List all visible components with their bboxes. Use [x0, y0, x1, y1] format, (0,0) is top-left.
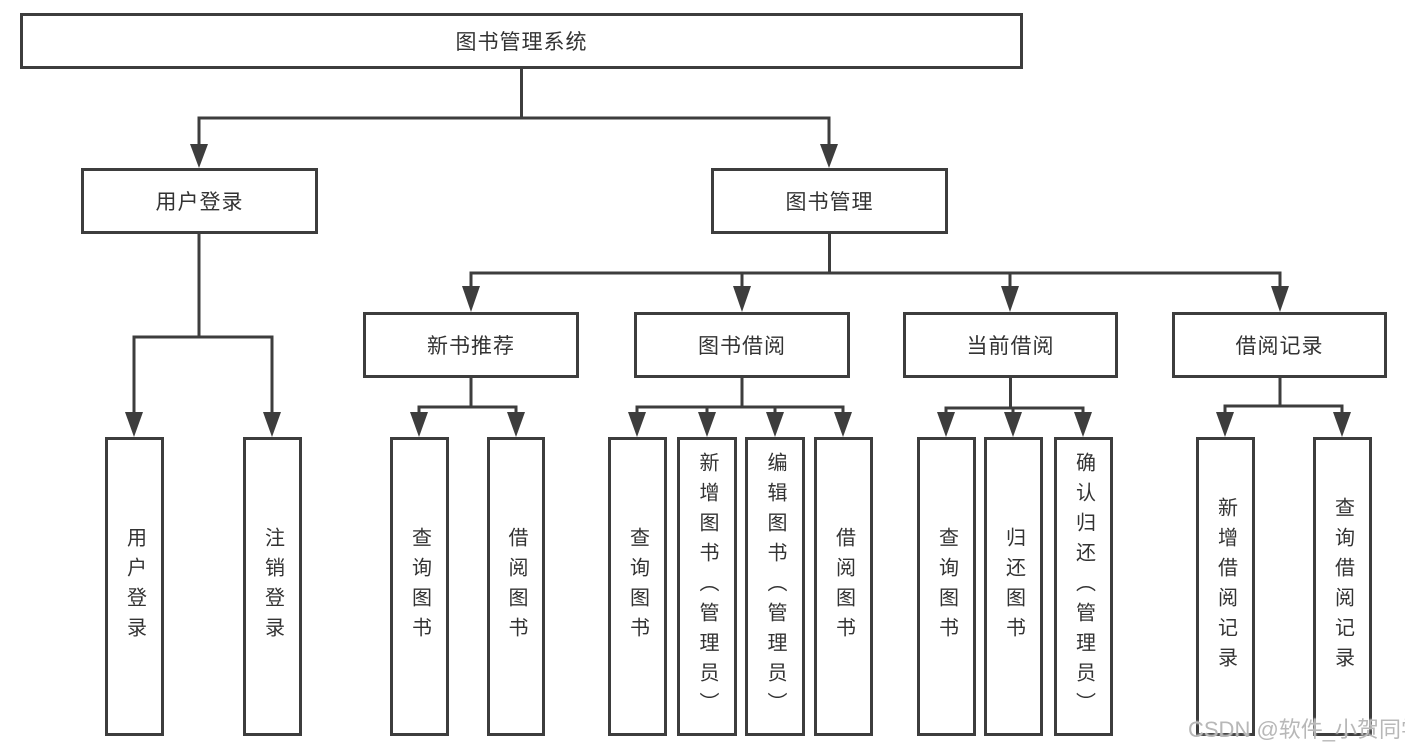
arrowheads: [125, 144, 1351, 437]
arrow-down-icon: [1216, 412, 1234, 437]
node-new-book-recommend-label: 新书推荐: [427, 335, 515, 358]
leaf-return-books: 归还图书: [984, 437, 1043, 736]
arrow-down-icon: [1074, 412, 1092, 437]
csdn-watermark: CSDN @软件_小贺同学: [1188, 717, 1405, 742]
connector-newbook-split: [417, 405, 518, 414]
leaf-query-borrow-record: 查询借阅记录: [1313, 437, 1372, 736]
arrow-down-icon: [733, 286, 751, 312]
node-book-borrow-label: 图书借阅: [698, 335, 786, 358]
node-book-borrow: 图书借阅: [634, 312, 850, 378]
arrow-down-icon: [125, 412, 143, 437]
leaf-query-books-current: 查询图书: [917, 437, 976, 736]
leaf-borrow-books-recommend: 借阅图书: [487, 437, 545, 736]
leaf-add-borrow-record: 新增借阅记录: [1196, 437, 1255, 736]
arrow-down-icon: [820, 144, 838, 168]
node-root: 图书管理系统: [20, 13, 1023, 69]
arrow-down-icon: [834, 412, 852, 437]
leaf-query-books-recommend: 查询图书: [390, 437, 449, 736]
leaf-confirm-return-admin: 确认归还（管理员）: [1054, 437, 1113, 736]
arrow-down-icon: [628, 412, 646, 437]
arrow-down-icon: [1271, 286, 1289, 312]
arrow-down-icon: [698, 412, 716, 437]
node-borrow-records-label: 借阅记录: [1235, 335, 1324, 358]
node-book-management: 图书管理: [711, 168, 948, 234]
connector-records-split: [1223, 404, 1344, 412]
leaf-add-books-admin: 新增图书（管理员）: [677, 437, 737, 736]
arrow-down-icon: [1001, 286, 1019, 312]
connector-bookmgmt-split: [469, 271, 1282, 289]
node-book-management-label: 图书管理: [785, 191, 874, 214]
arrow-down-icon: [1004, 412, 1022, 437]
leaf-edit-books-admin: 编辑图书（管理员）: [745, 437, 805, 736]
arrow-down-icon: [1333, 412, 1351, 437]
node-current-borrow: 当前借阅: [903, 312, 1118, 378]
node-borrow-records: 借阅记录: [1172, 312, 1387, 378]
arrow-down-icon: [410, 412, 428, 437]
leaf-borrow-books: 借阅图书: [814, 437, 873, 736]
arrow-down-icon: [462, 286, 480, 312]
connector-root-split: [197, 116, 831, 146]
leaf-logout: 注销登录: [243, 437, 302, 736]
node-new-book-recommend: 新书推荐: [363, 312, 579, 378]
arrow-down-icon: [190, 144, 208, 168]
leaf-query-books-borrow: 查询图书: [608, 437, 667, 736]
connector-userlogin-split: [132, 335, 274, 415]
leaf-user-login: 用户登录: [105, 437, 164, 736]
arrow-down-icon: [263, 412, 281, 437]
node-current-borrow-label: 当前借阅: [966, 335, 1055, 358]
node-user-login: 用户登录: [81, 168, 318, 234]
arrow-down-icon: [507, 412, 525, 437]
arrow-down-icon: [937, 412, 955, 437]
connector-bookborrow-split: [635, 405, 845, 414]
arrow-down-icon: [766, 412, 784, 437]
node-root-label: 图书管理系统: [455, 31, 588, 54]
node-user-login-label: 用户登录: [155, 191, 244, 214]
